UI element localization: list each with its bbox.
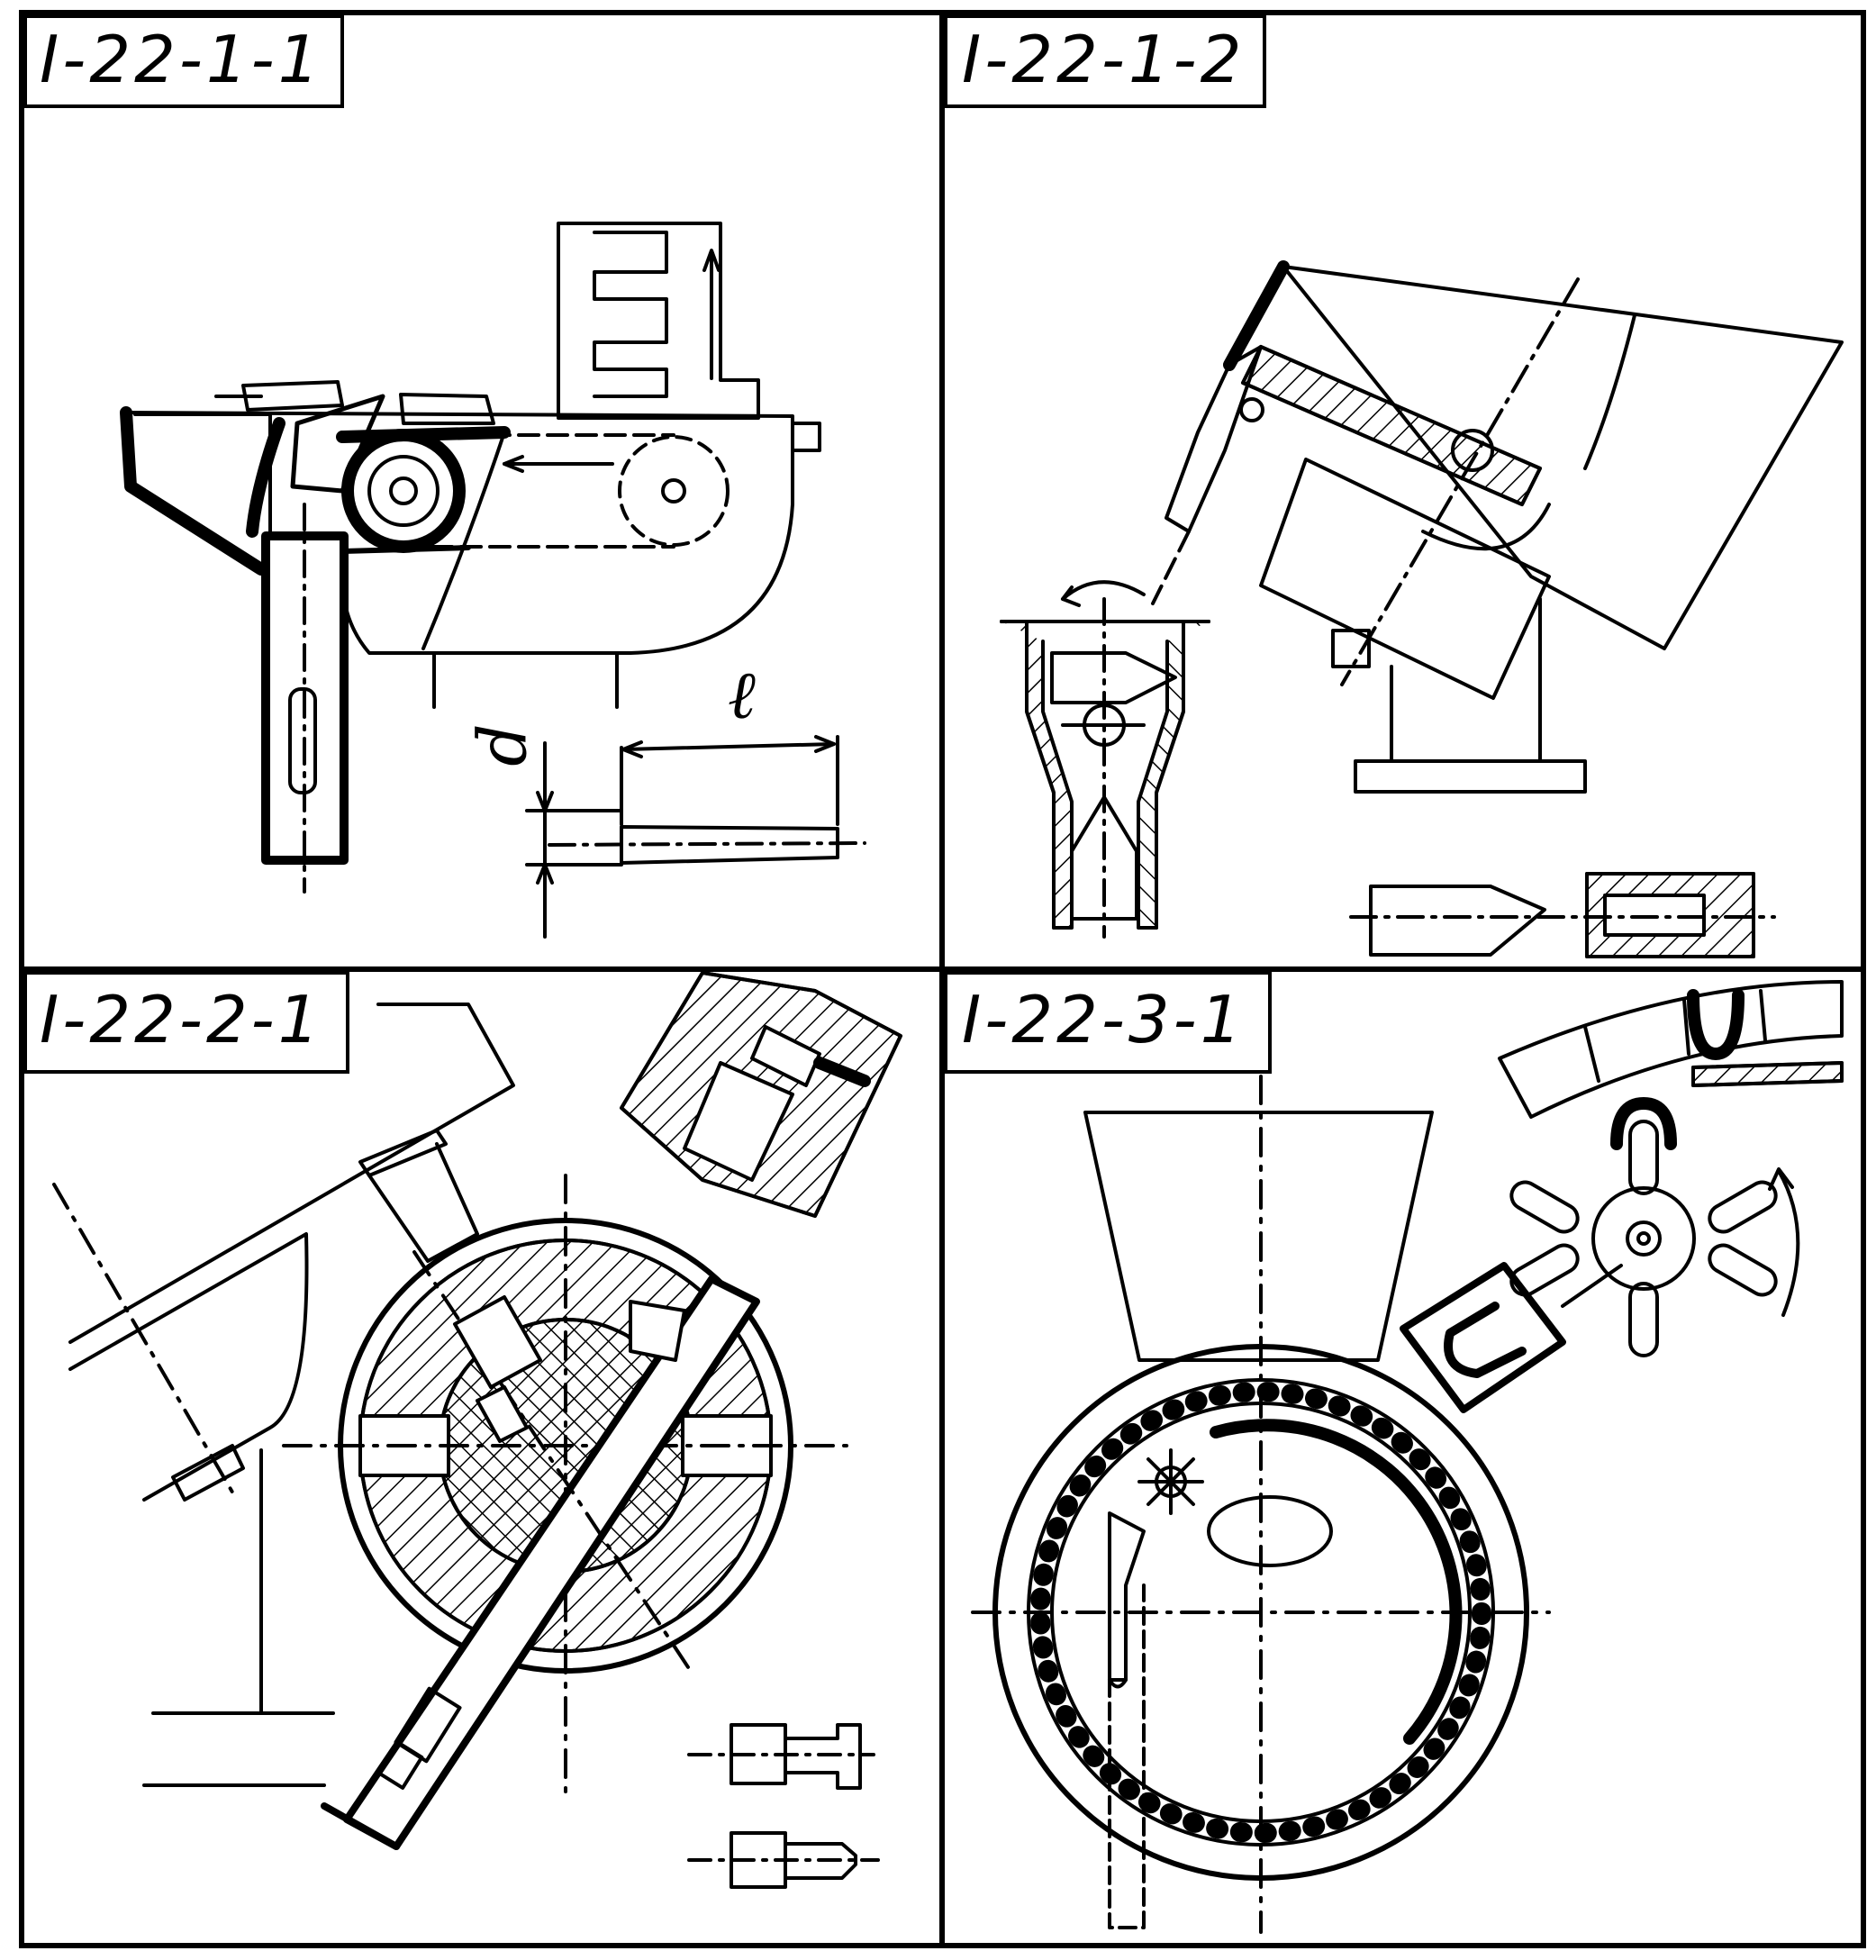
panel-4-label-box bbox=[944, 971, 1272, 1074]
panel-3-label: I-22-2-1 bbox=[40, 982, 323, 1057]
panel-4-drawing bbox=[973, 982, 1842, 1932]
panel-4-label: I-22-3-1 bbox=[962, 982, 1246, 1057]
panel-2-drawing bbox=[1001, 267, 1842, 957]
dimension-diameter-label: d bbox=[464, 723, 542, 767]
panel-1-label: I-22-1-1 bbox=[40, 22, 323, 97]
dimension-length-label: ℓ bbox=[728, 657, 756, 734]
panel-1-label-box bbox=[23, 14, 344, 108]
panel-2-label-box bbox=[944, 14, 1266, 108]
sheet-frame bbox=[22, 13, 1863, 1946]
panel-3-drawing bbox=[54, 973, 901, 1887]
panel-1-drawing bbox=[126, 223, 865, 937]
panel-3-label-box bbox=[23, 971, 349, 1074]
panel-2-label: I-22-1-2 bbox=[962, 22, 1246, 97]
